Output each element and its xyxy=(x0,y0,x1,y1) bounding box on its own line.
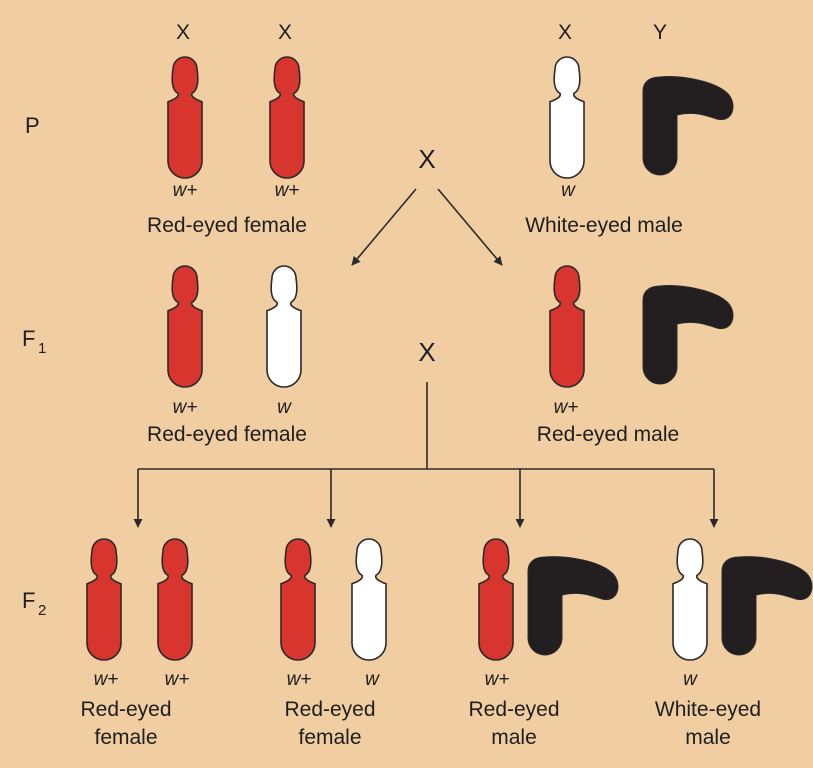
x-chromosome-f2-3 xyxy=(478,538,514,661)
x-chromosome-p-male xyxy=(549,56,585,179)
x-chromosome-f2-1b xyxy=(157,538,193,661)
allele-f2-4: w xyxy=(683,669,698,690)
header-x-chromosome-2: X xyxy=(278,21,292,44)
y-chromosome-f2-3 xyxy=(527,556,619,656)
allele-f2-1a: w+ xyxy=(94,669,119,690)
cross-symbol-p: X xyxy=(418,144,435,174)
allele-p-male: w xyxy=(561,180,576,201)
allele-p-female-1: w+ xyxy=(173,180,198,201)
allele-f1-male: w+ xyxy=(554,397,579,418)
x-chromosome-p-female-1 xyxy=(167,56,203,179)
caption-f2-4-line1: White-eyed xyxy=(655,698,761,721)
caption-f2-3-line1: Red-eyed xyxy=(468,698,559,721)
caption-f2-3-line2: male xyxy=(491,726,537,749)
x-chromosome-f2-1a xyxy=(86,538,122,661)
caption-p-female: Red-eyed female xyxy=(147,214,307,237)
x-chromosome-f1-female-1 xyxy=(167,265,203,388)
generation-label-p: P xyxy=(25,113,40,138)
caption-f2-2-line2: female xyxy=(298,726,361,749)
allele-p-female-2: w+ xyxy=(275,180,300,201)
caption-f1-female: Red-eyed female xyxy=(147,423,307,446)
caption-p-male: White-eyed male xyxy=(525,214,683,237)
arrow-p-to-f1-female xyxy=(351,188,417,266)
caption-f1-male: Red-eyed male xyxy=(537,423,679,446)
f1-chromosomes xyxy=(167,265,734,388)
header-x-chromosome-1: X xyxy=(176,21,190,44)
y-chromosome-p-male xyxy=(642,76,734,176)
generation-label-f1-letter: F xyxy=(22,326,35,351)
caption-f2-2-line1: Red-eyed xyxy=(284,698,375,721)
generation-label-f2: F 2 xyxy=(22,588,46,619)
caption-f2-1-line2: female xyxy=(94,726,157,749)
allele-f2-2a: w+ xyxy=(287,669,312,690)
cross-symbol-f1: X xyxy=(418,337,435,367)
generation-label-f2-letter: F xyxy=(22,588,35,613)
arrow-p-to-f1-male xyxy=(437,188,503,266)
x-chromosome-f2-2b xyxy=(351,538,387,661)
generation-label-f1-subscript: 1 xyxy=(38,340,46,357)
x-chromosome-f1-male xyxy=(549,265,585,388)
x-chromosome-p-female-2 xyxy=(269,56,305,179)
f2-chromosomes xyxy=(86,538,813,661)
branch-f1-to-f2 xyxy=(133,382,719,528)
allele-f2-3: w+ xyxy=(485,669,510,690)
x-chromosome-f2-2a xyxy=(280,538,316,661)
allele-f1-female-2: w xyxy=(277,397,292,418)
y-chromosome-f2-4 xyxy=(721,556,813,656)
allele-f2-1b: w+ xyxy=(165,669,190,690)
generation-label-f1: F 1 xyxy=(22,326,46,357)
x-chromosome-f2-4 xyxy=(672,538,708,661)
allele-f2-2b: w xyxy=(365,669,380,690)
header-x-chromosome-3: X xyxy=(558,21,572,44)
allele-f1-female-1: w+ xyxy=(173,397,198,418)
y-chromosome-f1-male xyxy=(642,285,734,385)
generation-label-f2-subscript: 2 xyxy=(38,602,46,619)
caption-f2-1-line1: Red-eyed xyxy=(80,698,171,721)
parent-chromosomes xyxy=(167,56,734,179)
caption-f2-4-line2: male xyxy=(685,726,731,749)
header-y-chromosome: Y xyxy=(653,21,667,44)
x-chromosome-f1-female-2 xyxy=(266,265,302,388)
